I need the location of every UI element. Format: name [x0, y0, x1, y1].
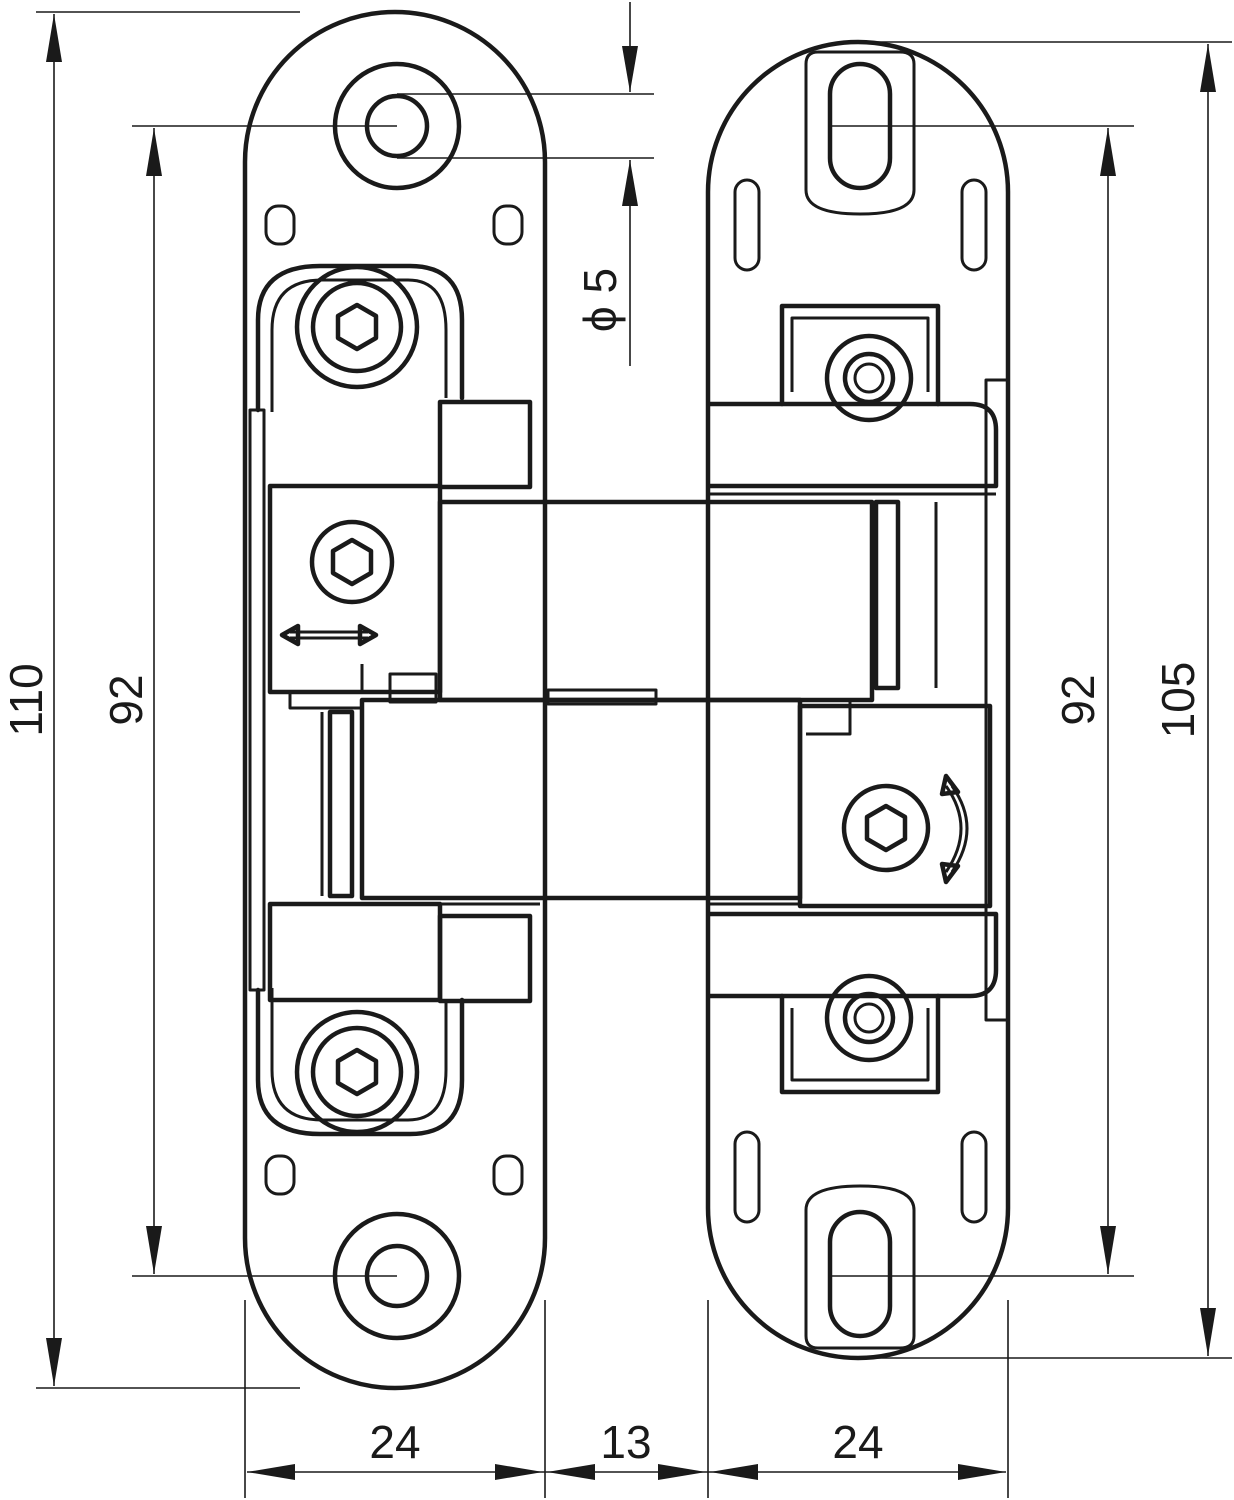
- right-slot: [733, 1130, 761, 1224]
- left-upper-screw: [310, 280, 404, 374]
- lower-arm: [359, 697, 803, 901]
- width-left-label: 24: [369, 1416, 420, 1468]
- rotation-adjust-arrow-icon: [939, 773, 969, 885]
- left-lower-knuckle: [437, 913, 533, 1004]
- hole-spacing-left-label: 92: [100, 674, 152, 725]
- left-slot: [264, 204, 296, 246]
- left-edge-strip: [248, 408, 266, 992]
- left-mid-screw: [309, 519, 395, 605]
- hole-spacing-right-label: 92: [1052, 674, 1104, 725]
- right-bottom-slot-ring: [804, 1184, 916, 1350]
- hex-socket-icon: [335, 302, 379, 352]
- left-lower-pin: [327, 709, 355, 899]
- hex-socket-icon: [330, 537, 374, 587]
- right-lower-screw: [842, 991, 896, 1045]
- hole-diameter-label: ϕ 5: [574, 268, 626, 332]
- horizontal-adjust-arrow-icon: [279, 623, 379, 647]
- left-slot: [264, 1154, 296, 1196]
- right-lower-screw-ring: [824, 973, 914, 1063]
- left-lower-block: [267, 901, 443, 1003]
- right-upper-screw-core: [853, 362, 885, 394]
- right-upper-bracket-inner: [790, 316, 930, 392]
- hex-socket-icon: [864, 803, 908, 853]
- central-hinge-body: [270, 499, 875, 906]
- left-lower-housing: [255, 987, 465, 1137]
- right-lower-bracket-inner: [790, 1008, 930, 1082]
- right-bottom-slot: [827, 1209, 893, 1339]
- right-lower-bracket: [779, 993, 941, 1095]
- left-upper-housing: [255, 263, 465, 413]
- right-slot: [733, 178, 761, 272]
- left-upper-block: [267, 483, 443, 695]
- left-upper-knuckle: [437, 399, 533, 490]
- hex-socket-icon: [335, 1047, 379, 1097]
- left-hinge-leaf: [242, 9, 548, 1391]
- dimension-lines: [36, 2, 1232, 1498]
- right-upper-screw-ring: [824, 333, 914, 423]
- left-upper-screw-ring: [294, 264, 420, 390]
- overall-height-right-label: 105: [1152, 662, 1204, 739]
- left-slot: [492, 1154, 524, 1196]
- right-lower-block: [707, 911, 999, 999]
- right-slot: [960, 178, 988, 272]
- right-upper-screw: [842, 351, 896, 405]
- right-upper-bracket: [779, 303, 941, 407]
- upper-arm-cap: [546, 688, 658, 706]
- left-slot: [492, 204, 524, 246]
- right-upper-block: [707, 401, 999, 489]
- right-slot: [960, 1130, 988, 1224]
- overall-height-left-label: 110: [0, 663, 52, 736]
- gap-width-label: 13: [600, 1416, 651, 1468]
- right-lower-screw-core: [853, 1002, 885, 1034]
- right-edge-strip: [984, 378, 1010, 1022]
- width-right-label: 24: [832, 1416, 883, 1468]
- right-adjuster-screw: [841, 783, 931, 873]
- right-top-slot-ring: [804, 50, 916, 216]
- right-upper-pin: [873, 499, 901, 691]
- left-lower-screw-ring: [294, 1009, 420, 1135]
- upper-arm: [437, 499, 875, 703]
- left-lower-screw: [310, 1025, 404, 1119]
